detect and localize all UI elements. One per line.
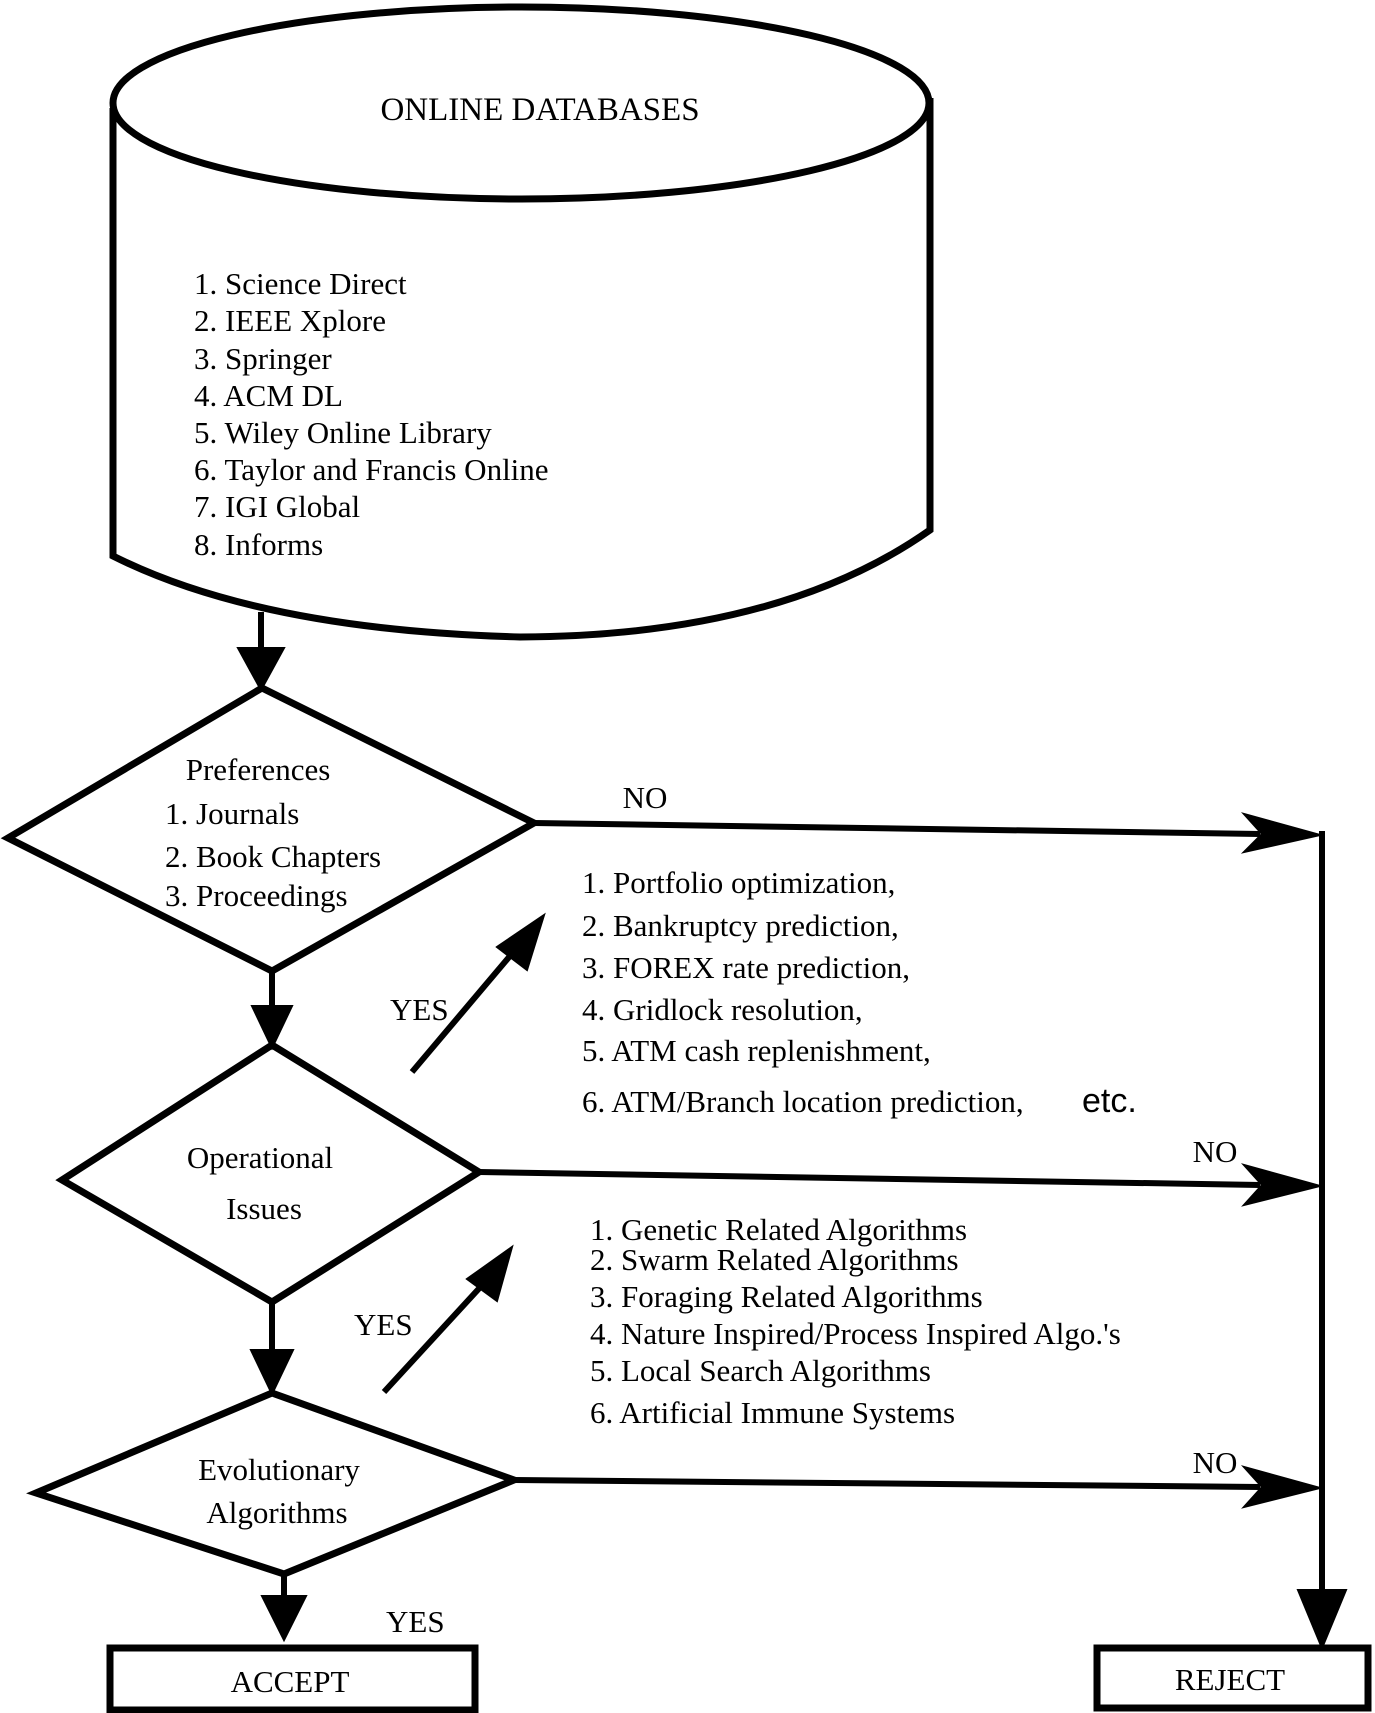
operational-title-line2: Issues bbox=[226, 1191, 302, 1226]
yes-label: YES bbox=[390, 992, 449, 1027]
arrow-no-evolutionary: NO bbox=[513, 1445, 1324, 1509]
online-databases-cylinder: ONLINE DATABASES 1. Science Direct 2. IE… bbox=[109, 3, 934, 641]
evolutionary-algorithms-list: 1. Genetic Related Algorithms 2. Swarm R… bbox=[590, 1212, 1121, 1430]
no-label: NO bbox=[1193, 1134, 1238, 1169]
operational-item: 5. ATM cash replenishment, bbox=[582, 1033, 931, 1068]
database-item: 3. Springer bbox=[194, 341, 332, 376]
operational-issues-list: 1. Portfolio optimization, 2. Bankruptcy… bbox=[582, 865, 1137, 1120]
operational-item: 1. Portfolio optimization, bbox=[582, 865, 895, 900]
algorithm-item: 5. Local Search Algorithms bbox=[590, 1353, 931, 1388]
arrow-no-preferences: NO bbox=[533, 780, 1321, 854]
yes-label: YES bbox=[354, 1307, 413, 1342]
arrow-to-accept: YES bbox=[260, 1574, 445, 1643]
operational-issues-decision: Operational Issues bbox=[55, 1040, 486, 1307]
evolutionary-title-line2: Algorithms bbox=[206, 1495, 347, 1530]
yes-label: YES bbox=[386, 1604, 445, 1639]
arrow-preferences-to-operational bbox=[250, 971, 294, 1051]
database-item: 8. Informs bbox=[194, 527, 323, 562]
database-item: 5. Wiley Online Library bbox=[194, 415, 492, 450]
operational-item: 4. Gridlock resolution, bbox=[582, 992, 863, 1027]
algorithm-item: 2. Swarm Related Algorithms bbox=[590, 1242, 959, 1277]
algorithm-item: 1. Genetic Related Algorithms bbox=[590, 1212, 967, 1247]
operational-item: 6. ATM/Branch location prediction, bbox=[582, 1084, 1024, 1119]
database-item: 4. ACM DL bbox=[194, 378, 343, 413]
arrow-to-reject bbox=[1296, 831, 1348, 1651]
arrow-operational-to-evolutionary bbox=[249, 1302, 295, 1397]
database-item: 2. IEEE Xplore bbox=[194, 303, 386, 338]
preferences-item: 1. Journals bbox=[165, 796, 299, 831]
databases-title: ONLINE DATABASES bbox=[380, 92, 699, 128]
evolutionary-algorithms-decision: Evolutionary Algorithms bbox=[26, 1389, 524, 1578]
preferences-title: Preferences bbox=[186, 752, 331, 787]
no-label: NO bbox=[623, 780, 668, 815]
preferences-decision: Preferences 1. Journals 2. Book Chapters… bbox=[0, 684, 542, 975]
algorithm-item: 3. Foraging Related Algorithms bbox=[590, 1279, 983, 1314]
operational-title-line1: Operational bbox=[187, 1140, 333, 1175]
evolutionary-title-line1: Evolutionary bbox=[198, 1452, 360, 1487]
database-item: 1. Science Direct bbox=[194, 266, 407, 301]
accept-box: ACCEPT bbox=[106, 1644, 479, 1713]
operational-item: 2. Bankruptcy prediction, bbox=[582, 908, 899, 943]
operational-item: 3. FOREX rate prediction, bbox=[582, 950, 910, 985]
reject-label: REJECT bbox=[1175, 1662, 1285, 1697]
arrow-db-to-preferences bbox=[236, 612, 286, 693]
algorithm-item: 4. Nature Inspired/Process Inspired Algo… bbox=[590, 1316, 1121, 1351]
algorithm-item: 6. Artificial Immune Systems bbox=[590, 1395, 955, 1430]
database-item: 7. IGI Global bbox=[194, 489, 360, 524]
database-item: 6. Taylor and Francis Online bbox=[194, 452, 549, 487]
preferences-item: 2. Book Chapters bbox=[165, 839, 381, 874]
arrow-yes-operational: YES bbox=[354, 1244, 514, 1395]
operational-etc: etc. bbox=[1082, 1082, 1137, 1120]
arrow-no-operational: NO bbox=[478, 1134, 1324, 1207]
preferences-item: 3. Proceedings bbox=[165, 878, 348, 913]
arrow-yes-preferences: YES bbox=[390, 912, 546, 1074]
reject-box: REJECT bbox=[1093, 1644, 1372, 1712]
accept-label: ACCEPT bbox=[231, 1664, 350, 1699]
no-label: NO bbox=[1193, 1445, 1238, 1480]
